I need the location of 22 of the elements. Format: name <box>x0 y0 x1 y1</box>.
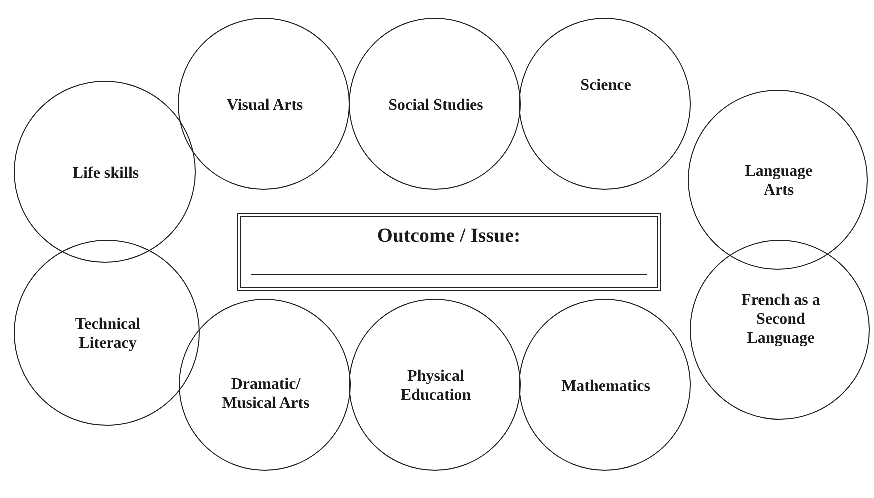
outcome-heading: Outcome / Issue: <box>376 225 522 248</box>
subject-circle <box>179 299 351 471</box>
subject-label: Science <box>580 76 632 94</box>
subject-circle <box>178 18 350 190</box>
subject-circle <box>349 18 521 190</box>
subject-label: Visual Arts <box>226 96 304 114</box>
subject-label: Dramatic/ Musical Arts <box>221 375 311 413</box>
subject-label: Physical Education <box>400 367 472 405</box>
subject-label: Life skills <box>72 164 140 182</box>
subject-label: French as a Second Language <box>740 290 822 348</box>
subject-label: Social Studies <box>388 96 484 114</box>
subject-circle <box>690 240 870 420</box>
subject-circle <box>14 81 196 263</box>
subject-circle <box>519 299 691 471</box>
subject-circle <box>688 90 868 270</box>
subject-label: Language Arts <box>744 162 814 200</box>
subject-label: Mathematics <box>560 376 652 396</box>
subject-circle <box>349 299 521 471</box>
subject-circle <box>519 18 691 190</box>
subject-circle <box>14 240 200 426</box>
subject-label: Technical Literacy <box>74 315 142 353</box>
outcome-box <box>237 213 661 291</box>
